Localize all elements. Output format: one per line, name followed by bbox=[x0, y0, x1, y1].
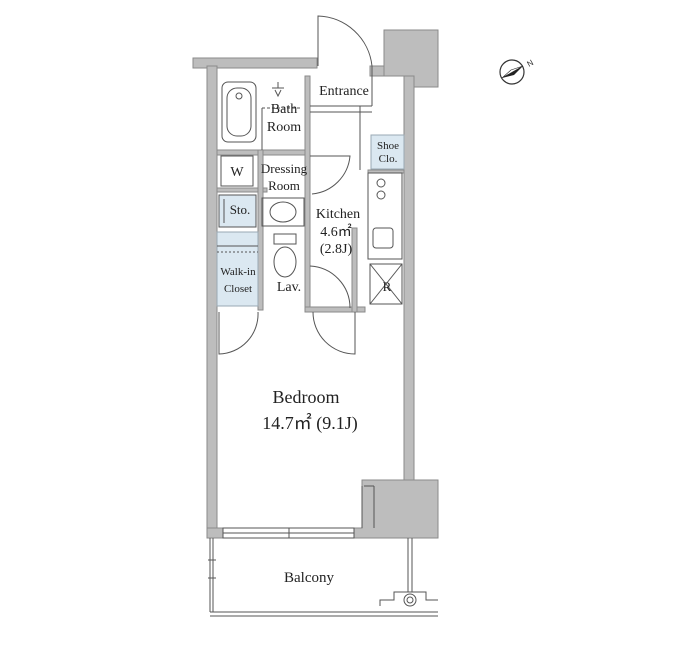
fixtures bbox=[208, 15, 438, 617]
label-washer: W bbox=[230, 165, 244, 180]
label-balcony: Balcony bbox=[284, 570, 334, 586]
label-walkin-line1: Walk-in bbox=[220, 266, 256, 278]
label-walkin-line2: Closet bbox=[224, 283, 252, 295]
label-shoe-line2: Clo. bbox=[379, 153, 398, 165]
label-shoe-line1: Shoe bbox=[377, 140, 399, 152]
label-bath-line2: Room bbox=[267, 120, 301, 135]
compass-north-icon: N bbox=[499, 58, 536, 85]
label-bedroom-area: 14.7㎡ (9.1J) bbox=[262, 412, 358, 434]
label-storage: Sto. bbox=[230, 202, 251, 217]
room-labels: Entrance Bath Room Shoe Clo. W Dressing … bbox=[220, 84, 399, 586]
label-dressing-line2: Room bbox=[268, 178, 300, 193]
label-kitchen-area: 4.6㎡ bbox=[320, 224, 352, 240]
label-entrance: Entrance bbox=[319, 84, 369, 99]
label-kitchen-name: Kitchen bbox=[316, 207, 360, 222]
label-lavatory: Lav. bbox=[277, 280, 301, 295]
svg-text:N: N bbox=[526, 58, 536, 69]
label-kitchen-jo: (2.8J) bbox=[320, 242, 353, 257]
label-bedroom-name: Bedroom bbox=[273, 387, 340, 407]
label-dressing-line1: Dressing bbox=[261, 161, 308, 176]
walls bbox=[192, 29, 439, 539]
label-bath-line1: Bath bbox=[271, 102, 297, 117]
label-refrigerator: R bbox=[383, 279, 392, 294]
